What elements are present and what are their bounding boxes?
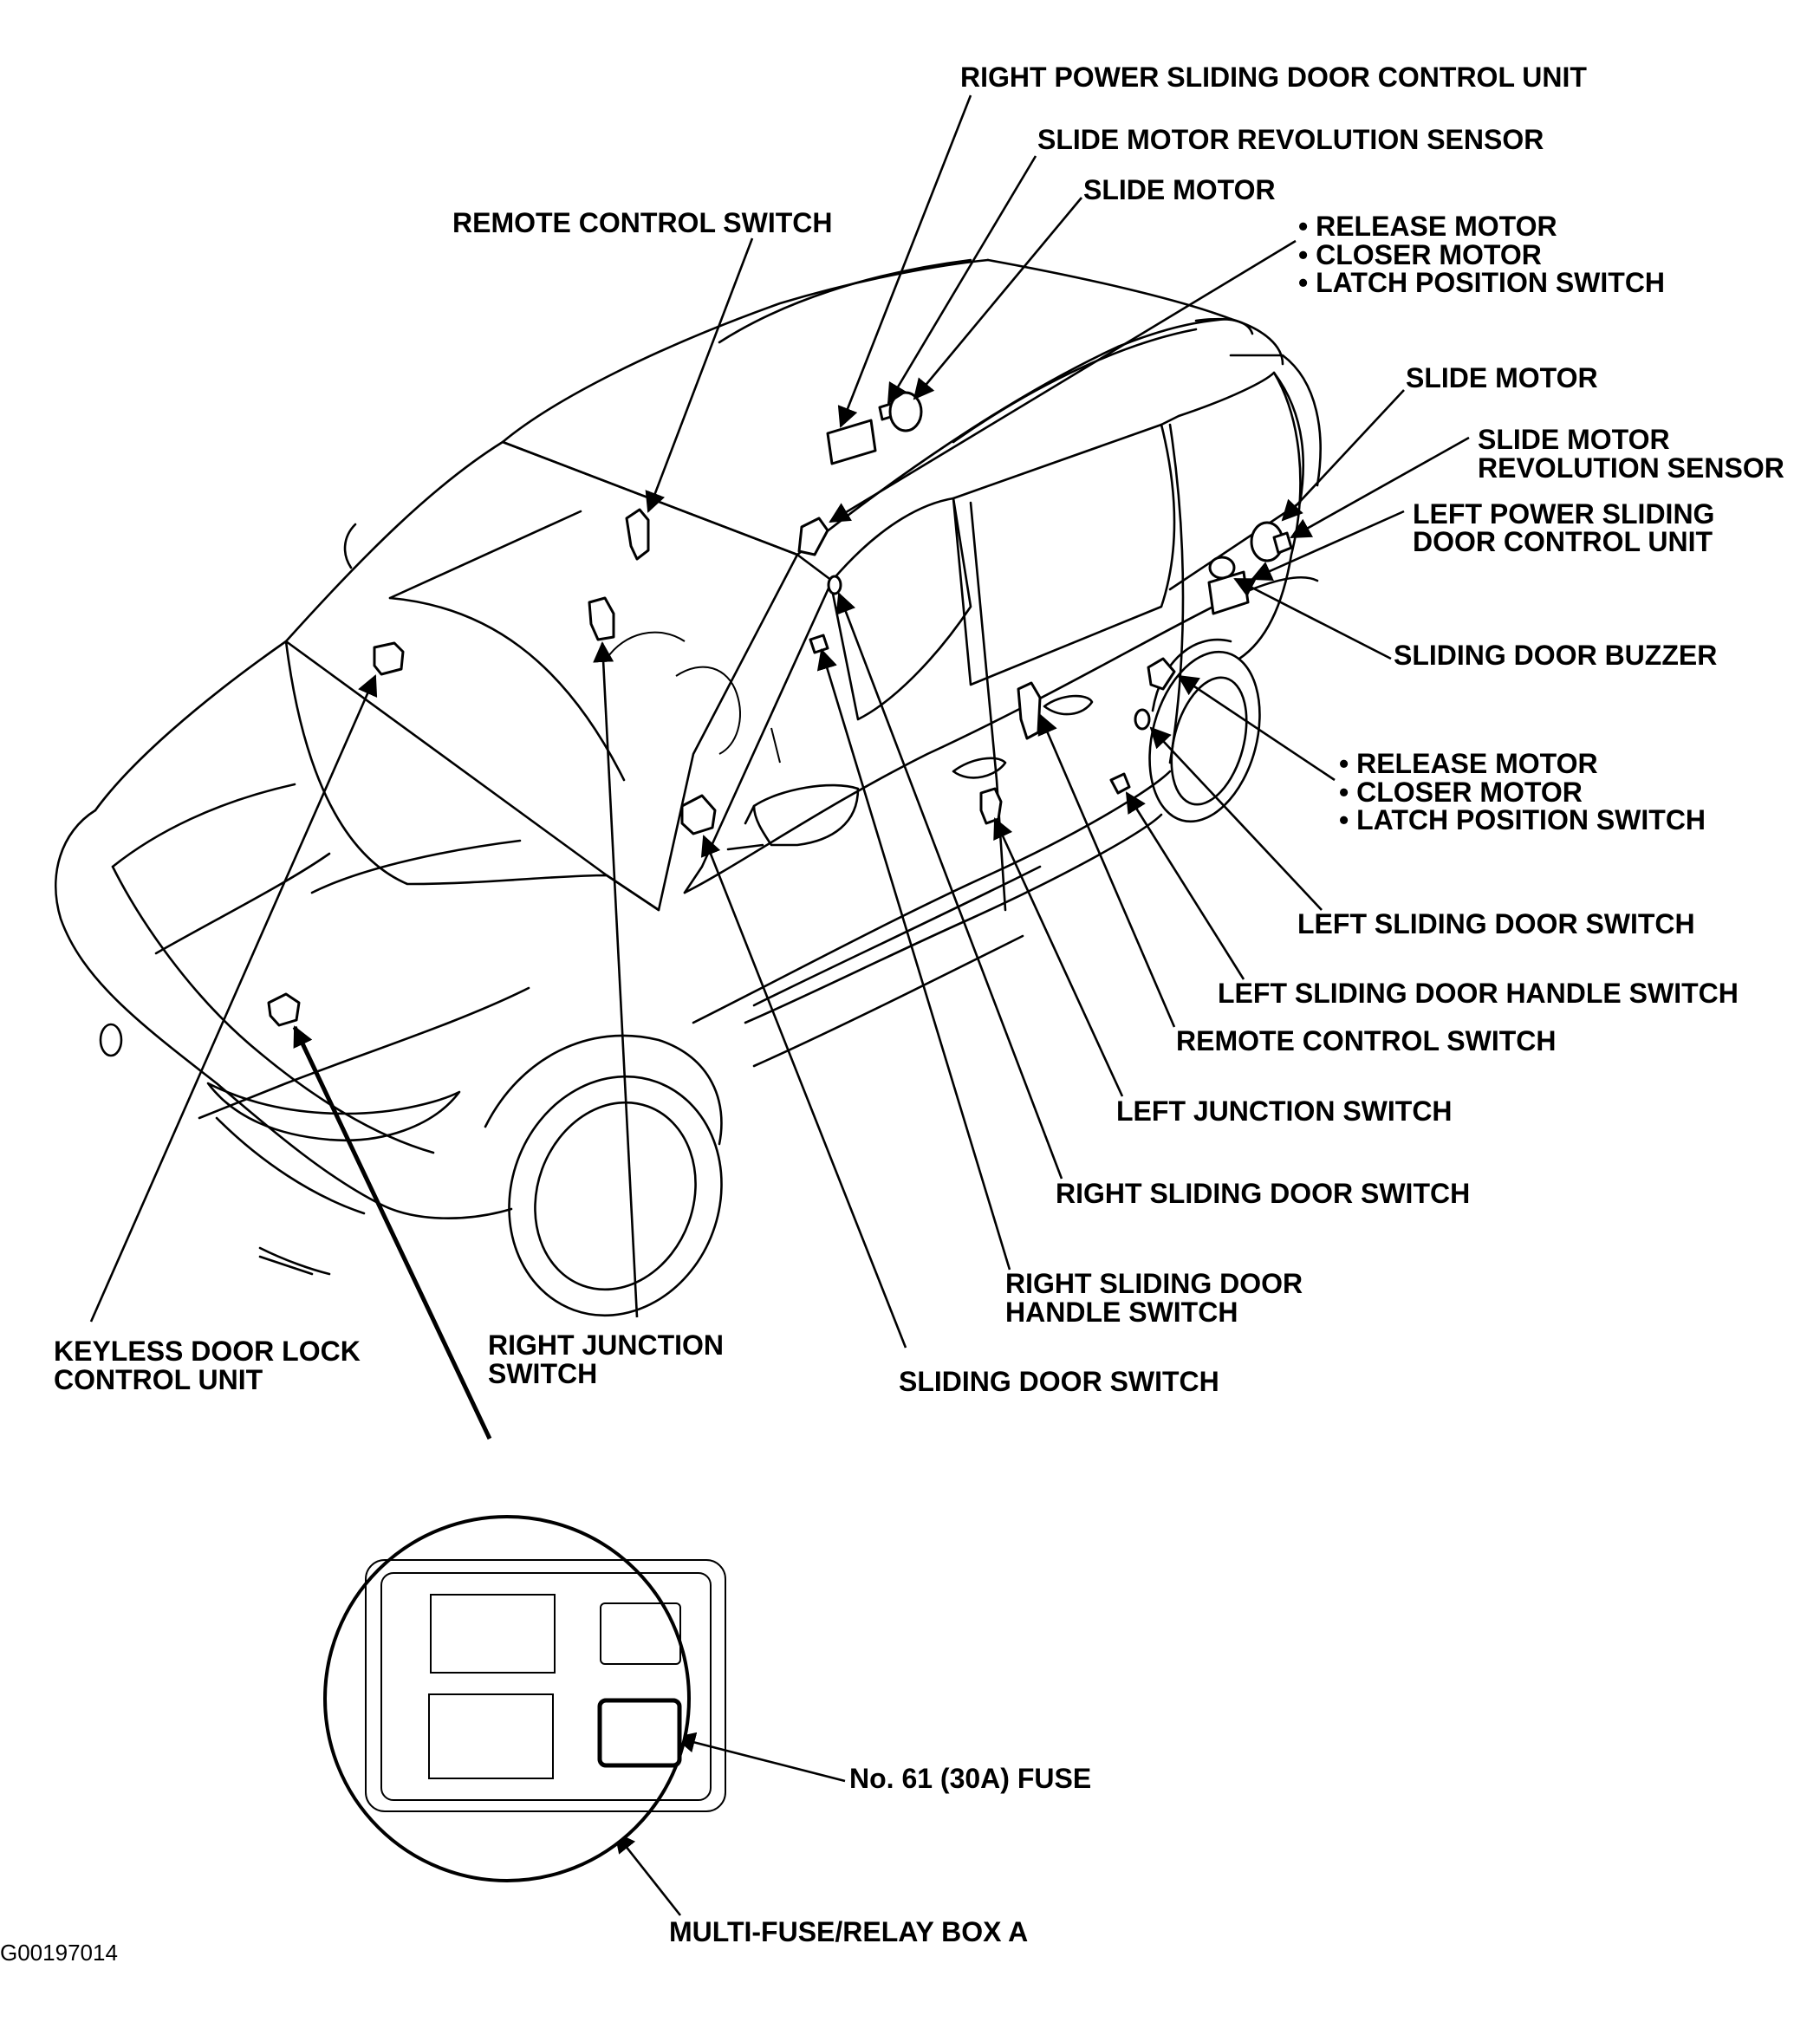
remote-control-switch-icon xyxy=(625,508,650,561)
label-right-release-motor: • RELEASE MOTOR xyxy=(1298,211,1557,242)
label-slide-motor-right: SLIDE MOTOR xyxy=(1083,174,1276,205)
label-right-sliding-door-handle-switch-1: RIGHT SLIDING DOOR xyxy=(1005,1268,1303,1299)
label-left-release-motor: • RELEASE MOTOR xyxy=(1339,748,1598,779)
keyless-module-front-icon xyxy=(267,992,301,1027)
right-sliding-door-handle-switch-icon xyxy=(809,634,829,654)
label-slide-motor-left: SLIDE MOTOR xyxy=(1406,362,1598,393)
left-power-sliding-door-control-unit-icon xyxy=(1207,570,1250,615)
label-right-junction-switch-2: SWITCH xyxy=(488,1358,597,1389)
label-right-closer-motor: • CLOSER MOTOR xyxy=(1298,239,1542,270)
minivan-outline xyxy=(55,258,1322,1317)
label-right-latch-position-switch: • LATCH POSITION SWITCH xyxy=(1298,267,1665,298)
label-left-power-sliding-door-control-unit-2: DOOR CONTROL UNIT xyxy=(1413,526,1713,557)
fuse-box-inset xyxy=(323,1515,726,1882)
label-left-closer-motor: • CLOSER MOTOR xyxy=(1339,777,1583,808)
label-sliding-door-switch: SLIDING DOOR SWITCH xyxy=(899,1366,1219,1397)
left-slide-motor-sensor-icon xyxy=(1272,531,1293,555)
label-slide-motor-revolution-sensor-left-2: REVOLUTION SENSOR xyxy=(1478,452,1784,484)
label-left-power-sliding-door-control-unit-1: LEFT POWER SLIDING xyxy=(1413,498,1714,530)
figure-id: G00197014 xyxy=(0,1940,118,1966)
label-fuse-61: No. 61 (30A) FUSE xyxy=(849,1763,1091,1794)
keyless-door-lock-control-unit-icon xyxy=(373,641,405,676)
right-power-sliding-door-control-unit-icon xyxy=(826,419,877,465)
sliding-door-switch-icon xyxy=(680,794,717,835)
left-sliding-door-switch-icon xyxy=(1134,708,1151,731)
right-junction-switch-icon xyxy=(588,596,615,641)
label-right-junction-switch-1: RIGHT JUNCTION xyxy=(488,1329,724,1361)
label-left-latch-position-switch: • LATCH POSITION SWITCH xyxy=(1339,804,1706,835)
label-slide-motor-revolution-sensor-right: SLIDE MOTOR REVOLUTION SENSOR xyxy=(1037,124,1544,155)
label-slide-motor-revolution-sensor-left-1: SLIDE MOTOR xyxy=(1478,424,1670,455)
fuse-61-icon xyxy=(597,1698,682,1768)
label-multi-fuse-relay-box: MULTI-FUSE/RELAY BOX A xyxy=(669,1916,1028,1947)
label-right-sliding-door-handle-switch-2: HANDLE SWITCH xyxy=(1005,1297,1238,1328)
right-sliding-door-switch-icon xyxy=(827,575,842,595)
label-keyless-door-lock-control-unit-1: KEYLESS DOOR LOCK xyxy=(54,1336,361,1367)
label-remote-control-switch-right: REMOTE CONTROL SWITCH xyxy=(1176,1025,1557,1056)
remote-control-switch-left-icon xyxy=(1017,681,1042,740)
label-remote-control-switch-top: REMOTE CONTROL SWITCH xyxy=(452,207,833,238)
slide-motor-icon xyxy=(888,391,923,432)
left-sliding-door-handle-switch-icon xyxy=(1109,772,1131,795)
left-junction-switch-icon xyxy=(979,787,1003,825)
release-closer-latch-left-icon xyxy=(1147,657,1176,691)
label-left-junction-switch: LEFT JUNCTION SWITCH xyxy=(1116,1095,1453,1127)
label-right-power-sliding-door-control-unit: RIGHT POWER SLIDING DOOR CONTROL UNIT xyxy=(960,62,1587,93)
leader-lines xyxy=(89,94,1470,1916)
components xyxy=(267,391,1293,1027)
callout-labels: RIGHT POWER SLIDING DOOR CONTROL UNIT SL… xyxy=(0,62,1784,1966)
label-sliding-door-buzzer: SLIDING DOOR BUZZER xyxy=(1394,640,1717,671)
label-keyless-door-lock-control-unit-2: CONTROL UNIT xyxy=(54,1364,263,1395)
label-left-sliding-door-switch: LEFT SLIDING DOOR SWITCH xyxy=(1297,908,1695,939)
label-right-sliding-door-switch: RIGHT SLIDING DOOR SWITCH xyxy=(1056,1178,1470,1209)
label-left-sliding-door-handle-switch: LEFT SLIDING DOOR HANDLE SWITCH xyxy=(1218,978,1739,1009)
release-closer-latch-right-icon xyxy=(797,517,829,556)
